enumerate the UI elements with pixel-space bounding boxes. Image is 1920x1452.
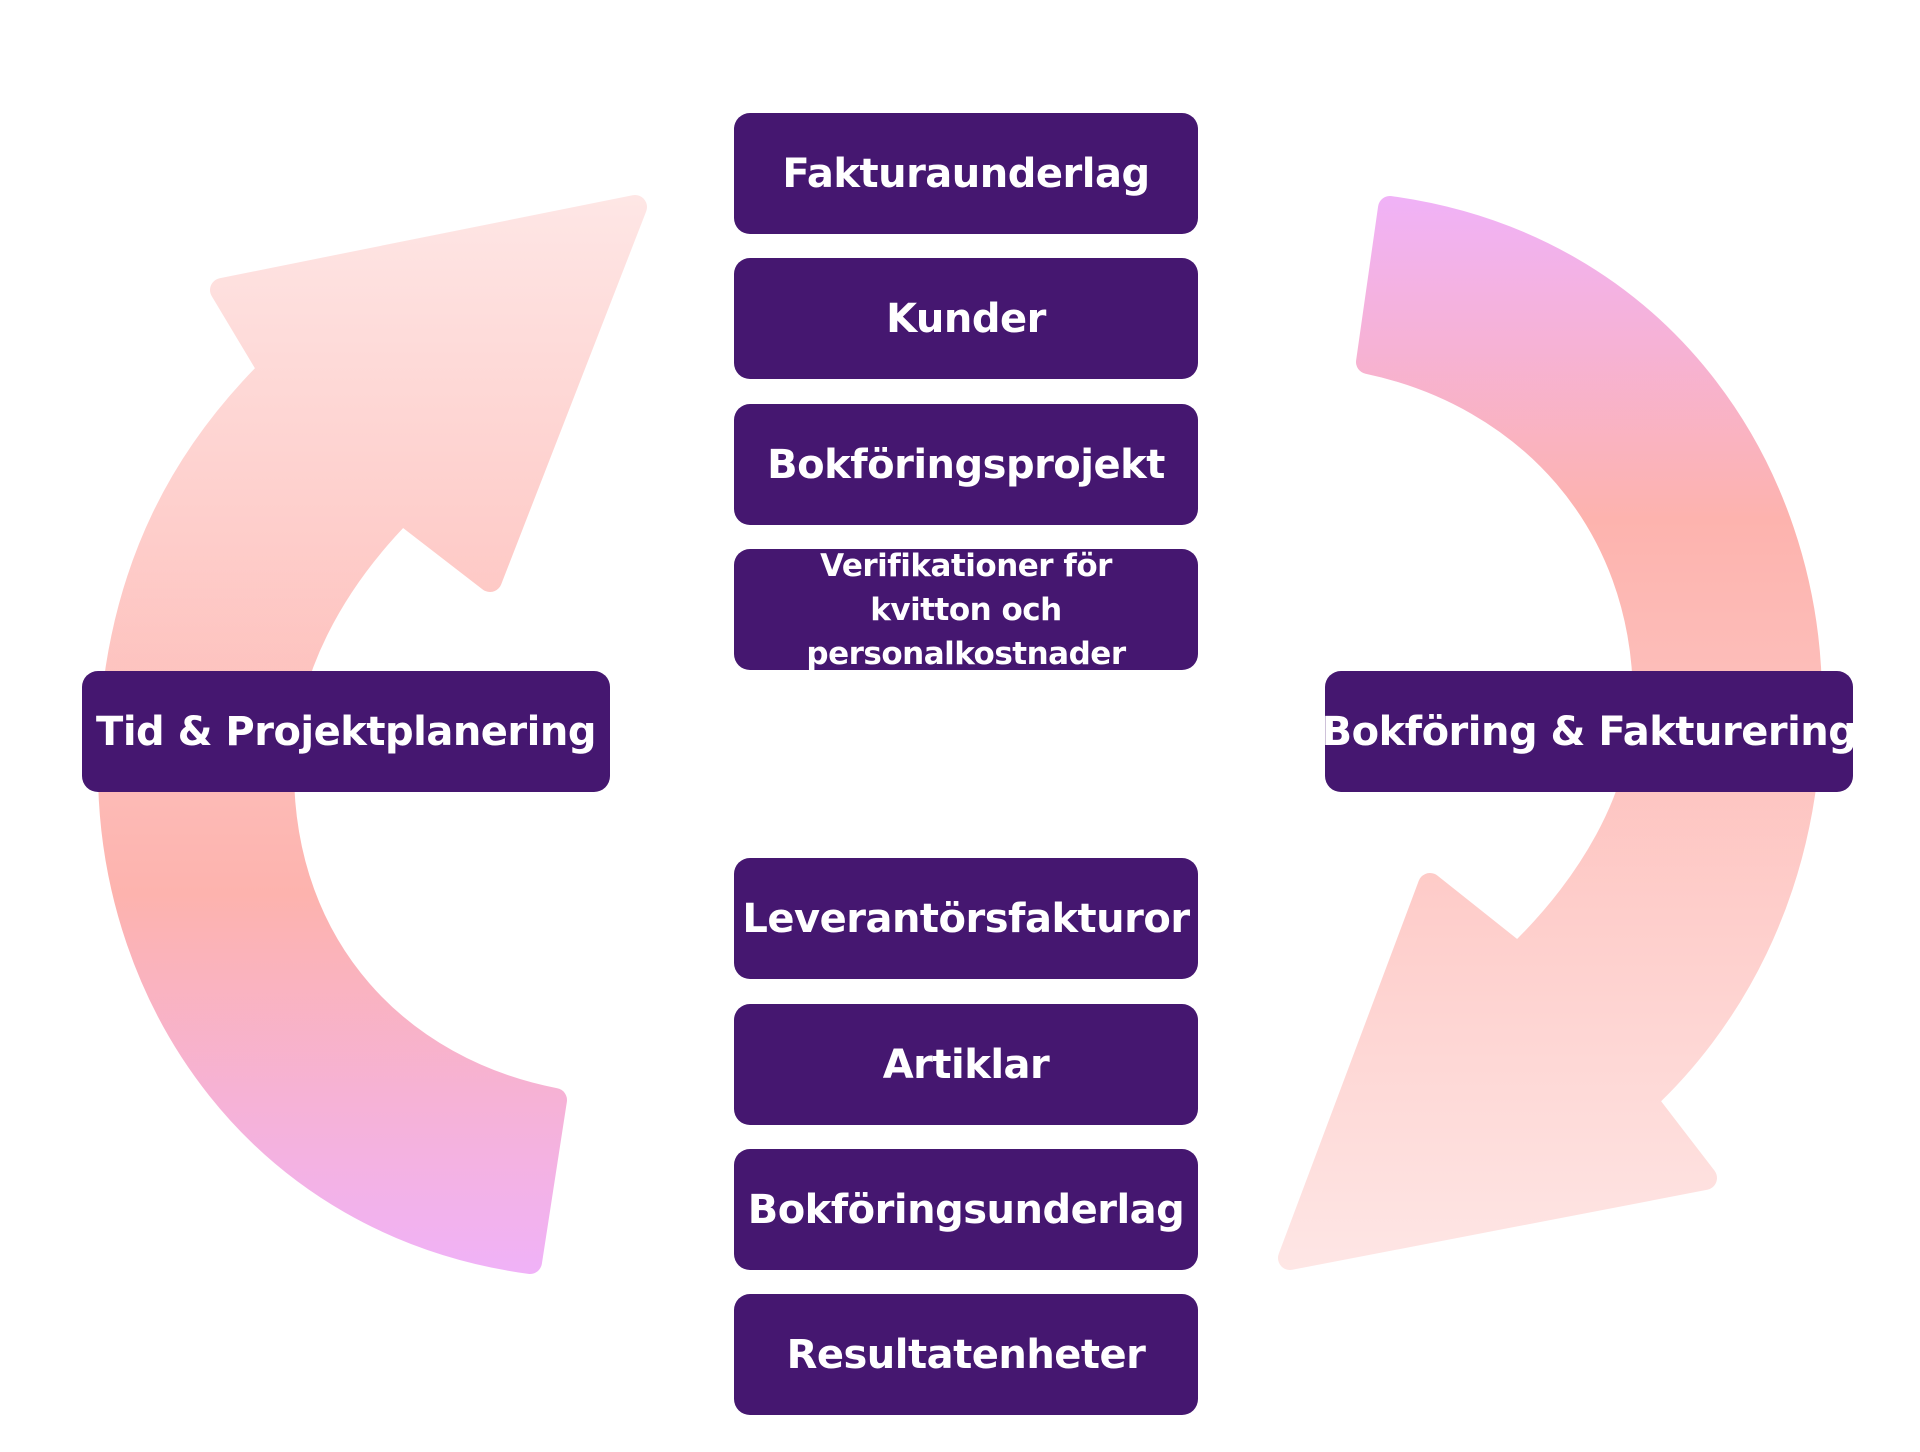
item-kunder: Kunder <box>734 258 1198 379</box>
left-cycle-arrow <box>98 195 647 1274</box>
node-bokforing-fakturering: Bokföring & Fakturering <box>1322 671 1857 792</box>
item-bokforingsprojekt: Bokföringsprojekt <box>734 404 1198 525</box>
item-label: Bokföringsunderlag <box>747 1186 1185 1233</box>
item-fakturaunderlag: Fakturaunderlag <box>734 113 1198 234</box>
node-tid-projektplanering: Tid & Projektplanering <box>82 671 610 792</box>
item-verifikationer: Verifikationer för kvitton och personalk… <box>734 548 1198 672</box>
item-label: Artiklar <box>882 1041 1050 1088</box>
item-artiklar: Artiklar <box>734 1004 1198 1125</box>
item-label: Resultatenheter <box>786 1331 1146 1378</box>
item-resultatenheter: Resultatenheter <box>734 1294 1198 1415</box>
item-label: Bokföringsprojekt <box>767 441 1165 488</box>
item-label: Kunder <box>886 295 1046 342</box>
item-leverantorsfakturor: Leverantörsfakturor <box>734 858 1198 979</box>
item-label: Leverantörsfakturor <box>742 895 1190 942</box>
item-bokforingsunderlag: Bokföringsunderlag <box>734 1149 1198 1270</box>
right-cycle-arrow <box>1278 196 1822 1270</box>
node-label: Bokföring & Fakturering <box>1321 708 1857 755</box>
item-label: Verifikationer för kvitton och personalk… <box>806 547 1126 672</box>
item-label: Fakturaunderlag <box>782 150 1150 197</box>
node-label: Tid & Projektplanering <box>96 708 596 755</box>
